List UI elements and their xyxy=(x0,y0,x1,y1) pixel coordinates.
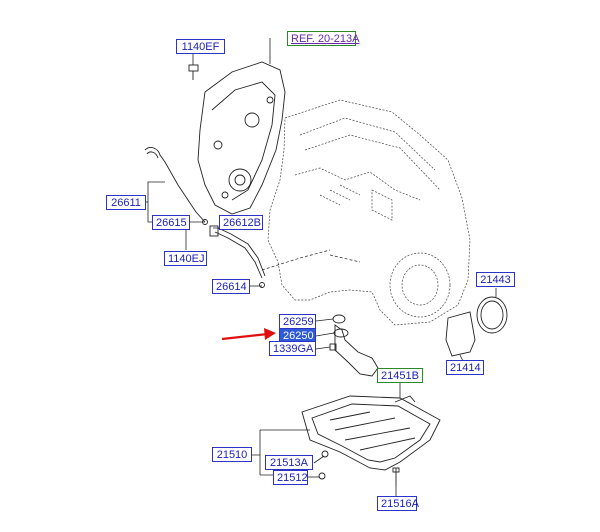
part-label-1140ej[interactable]: 1140EJ xyxy=(164,251,207,266)
seal-plate-drawing xyxy=(445,311,476,357)
part-label-1339ga[interactable]: 1339GA xyxy=(269,341,316,356)
oil-pan-drawing xyxy=(301,395,441,486)
red-pointer-arrow xyxy=(221,328,276,341)
part-label-21414[interactable]: 21414 xyxy=(446,360,484,375)
part-label-26611[interactable]: 26611 xyxy=(106,195,146,210)
reference-dashes xyxy=(261,249,361,271)
oil-level-gauge-drawing xyxy=(144,147,266,288)
timing-cover xyxy=(197,61,286,215)
part-label-21451b[interactable]: 21451B xyxy=(377,368,423,383)
part-label-21510[interactable]: 21510 xyxy=(212,447,252,462)
oil-strainer-drawing xyxy=(329,314,379,377)
part-label-26615[interactable]: 26615 xyxy=(152,215,190,230)
engine-block-outline xyxy=(267,99,471,326)
part-label-26612b[interactable]: 26612B xyxy=(219,215,263,230)
part-label-21516a[interactable]: 21516A xyxy=(377,496,419,511)
ref-link-20-213a[interactable]: REF. 20-213A xyxy=(287,31,359,46)
part-label-21512[interactable]: 21512 xyxy=(273,470,308,485)
bolt-1140ef-drawing xyxy=(188,64,199,80)
part-label-26259[interactable]: 26259 xyxy=(279,314,316,329)
part-label-21513a[interactable]: 21513A xyxy=(265,455,313,470)
part-label-26614[interactable]: 26614 xyxy=(212,279,250,294)
part-label-1140ef[interactable]: 1140EF xyxy=(176,39,225,54)
part-label-21443[interactable]: 21443 xyxy=(476,272,515,287)
oil-seal-drawing xyxy=(476,296,508,334)
leader-lines xyxy=(140,38,497,496)
